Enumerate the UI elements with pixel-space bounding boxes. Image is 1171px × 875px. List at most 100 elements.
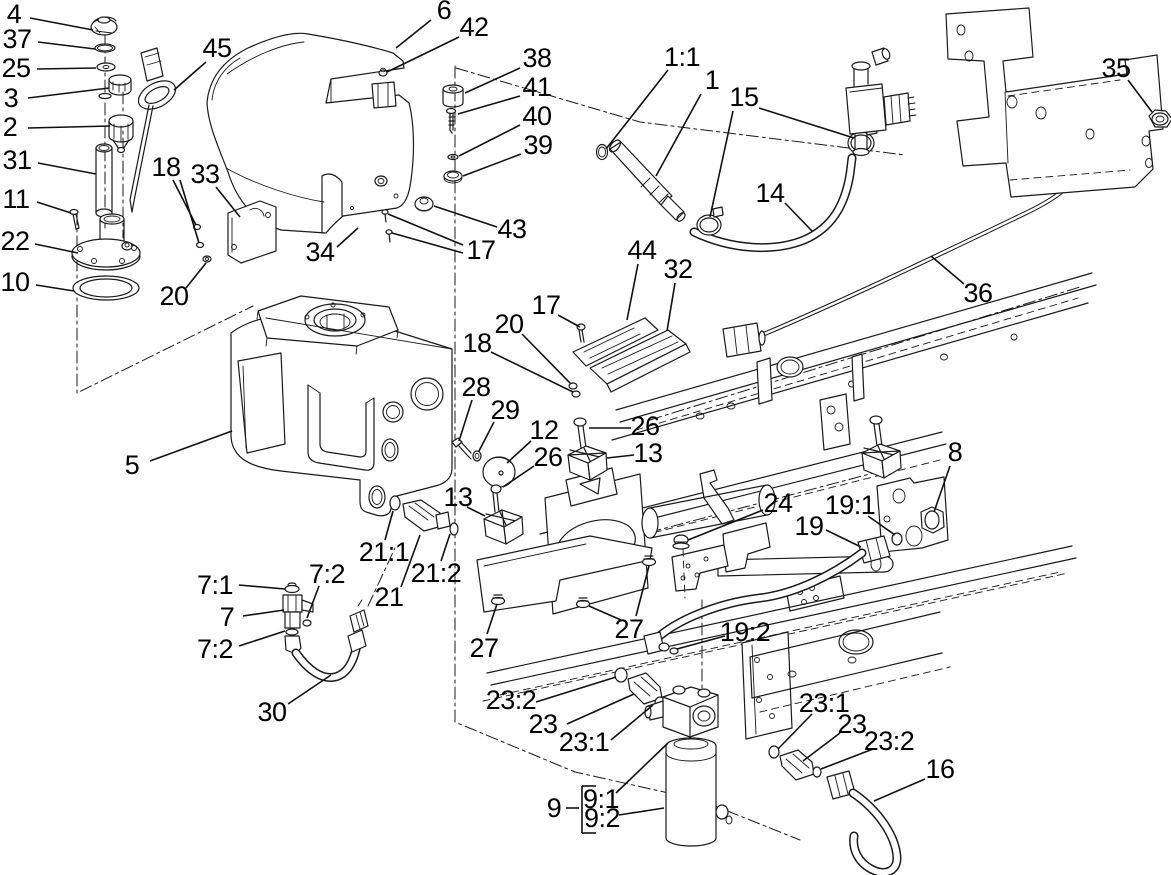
bracket-35 — [945, 7, 1171, 198]
callout-label-25: 25 — [1, 53, 30, 83]
callout-label-34: 34 — [305, 237, 335, 267]
callout-label-17: 17 — [466, 235, 495, 265]
callout-leader-15 — [758, 107, 855, 139]
callout-leader-23:2 — [820, 748, 874, 770]
filler-cap-stack — [69, 16, 141, 301]
cross-members — [476, 467, 949, 615]
callout-label-23: 23 — [837, 709, 866, 739]
callout-leader-9:1 — [615, 742, 669, 794]
callout-leader-18 — [179, 179, 200, 244]
callout-leader-7 — [242, 609, 285, 617]
callout-label-2: 2 — [3, 112, 18, 142]
callout-leader-39 — [462, 153, 522, 177]
callout-label-9: 9 — [547, 793, 562, 823]
callout-leader-45 — [173, 61, 207, 91]
callout-label-13: 13 — [633, 438, 662, 468]
callout-label-21:2: 21:2 — [411, 558, 462, 588]
callout-label-38: 38 — [522, 43, 551, 73]
callout-label-42: 42 — [459, 12, 488, 42]
callout-label-32: 32 — [663, 254, 692, 284]
phantom-lines — [76, 33, 906, 841]
callout-leader-34 — [336, 227, 359, 248]
callout-label-30: 30 — [257, 697, 286, 727]
callout-label-39: 39 — [523, 130, 552, 160]
callout-label-26: 26 — [630, 411, 659, 441]
callout-label-20: 20 — [494, 309, 523, 339]
callout-leader-1 — [655, 93, 702, 177]
callout-leader-22 — [34, 243, 79, 254]
callout-label-36: 36 — [963, 278, 992, 308]
callout-label-7: 7 — [220, 602, 235, 632]
callout-leader-15 — [709, 110, 734, 218]
callout-label-26: 26 — [533, 442, 562, 472]
callout-leader-40 — [458, 124, 521, 157]
callout-leader-43 — [433, 205, 498, 228]
callout-leader-23 — [802, 732, 841, 762]
callout-label-1: 1 — [705, 65, 720, 95]
callout-label-44: 44 — [627, 235, 657, 265]
callout-leader-12 — [506, 440, 532, 464]
callout-label-31: 31 — [2, 145, 31, 175]
callout-label-9:1: 9:1 — [583, 784, 619, 814]
callout-label-35: 35 — [1101, 53, 1130, 83]
callout-label-5: 5 — [125, 450, 140, 480]
callout-leader-31 — [37, 162, 97, 175]
callout-leader-35 — [1127, 79, 1153, 113]
callout-leader-32 — [666, 282, 676, 332]
callout-leader-2 — [27, 125, 111, 129]
callout-label-33: 33 — [190, 159, 219, 189]
callout-leader-1:1 — [605, 69, 669, 150]
callout-leader-10 — [35, 284, 75, 292]
callout-leader-16 — [873, 778, 926, 802]
callout-label-1:1: 1:1 — [664, 42, 700, 72]
callout-label-19:1: 19:1 — [825, 490, 876, 520]
callout-label-21: 21 — [374, 582, 403, 612]
callout-leader-20 — [521, 333, 572, 385]
callout-label-18: 18 — [151, 152, 180, 182]
callout-leader-17 — [387, 213, 464, 246]
callout-leader-8 — [933, 465, 951, 513]
callout-leader-38 — [464, 67, 521, 94]
callout-label-11: 11 — [2, 184, 29, 214]
callout-label-18: 18 — [462, 328, 491, 358]
callout-leader-21:2 — [440, 533, 451, 562]
callout-label-23:1: 23:1 — [799, 688, 850, 718]
callout-leader-41 — [457, 95, 521, 115]
callout-label-24: 24 — [763, 488, 793, 518]
callout-leader-42 — [386, 36, 460, 73]
tank-fitting-21 — [389, 495, 459, 536]
callout-leader-25 — [36, 67, 97, 70]
callout-label-14: 14 — [755, 178, 785, 208]
callout-label-40: 40 — [522, 101, 551, 131]
callout-leader-18 — [172, 179, 197, 226]
cover-hardware — [442, 84, 464, 184]
callout-label-28: 28 — [461, 372, 490, 402]
frame-rails — [482, 272, 1097, 740]
callout-label-23:1: 23:1 — [559, 727, 610, 757]
callout-leader-19:1 — [867, 515, 896, 536]
callout-label-10: 10 — [0, 267, 29, 297]
callout-leader-36 — [930, 255, 965, 285]
callout-label-19: 19 — [794, 511, 823, 541]
callout-leader-14 — [784, 202, 813, 232]
callout-leader-37 — [37, 41, 96, 50]
callout-leader-44 — [626, 263, 639, 321]
callout-leader-24 — [687, 509, 764, 541]
mounts-and-grommet — [451, 415, 902, 545]
callout-label-23: 23 — [528, 709, 557, 739]
callout-label-6: 6 — [437, 0, 452, 25]
callout-leader-30 — [287, 674, 332, 705]
callout-label-27: 27 — [469, 633, 498, 663]
callout-label-29: 29 — [490, 395, 519, 425]
callout-leader-19:2 — [676, 635, 726, 650]
callout-label-9:2: 9:2 — [584, 803, 620, 833]
callout-leader-21:1 — [384, 510, 394, 541]
callout-label-4: 4 — [7, 0, 22, 29]
callout-leader-23:2 — [535, 676, 617, 703]
hose-19 — [643, 548, 867, 655]
callout-label-7:1: 7:1 — [197, 570, 233, 600]
callout-label-3: 3 — [4, 83, 19, 113]
callout-leader-27 — [486, 603, 498, 635]
